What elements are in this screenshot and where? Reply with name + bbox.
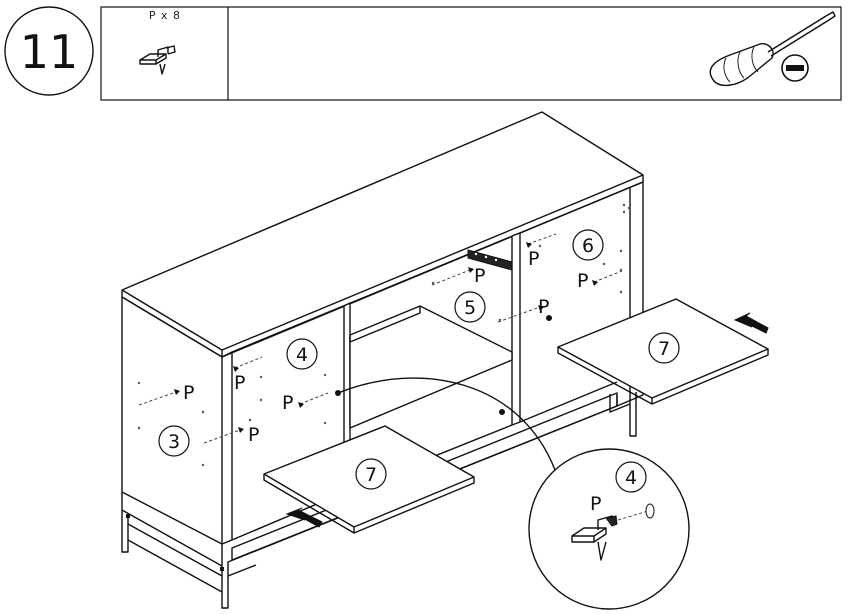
callout-6: 6 — [572, 229, 604, 261]
middle-fixed-shelf — [349, 305, 513, 429]
callout-3: 3 — [158, 425, 190, 457]
small-pins — [174, 242, 598, 433]
cabinet-top — [121, 111, 644, 351]
callout-5-label: 5 — [464, 297, 476, 319]
flathead-screwdriver-icon — [709, 11, 836, 86]
callout-3-label: 3 — [168, 431, 180, 453]
step-number: 11 — [20, 25, 79, 79]
detail-view: 4 P — [335, 377, 690, 610]
right-divider — [511, 232, 521, 426]
pin-labels: P P P P P P P P — [183, 248, 588, 446]
pin-label-left-lower: P — [282, 392, 293, 414]
pin-holes — [137, 203, 631, 467]
pin-label-right-lower: P — [577, 270, 588, 292]
callout-5: 5 — [454, 291, 486, 323]
minus-slot-icon — [781, 54, 809, 82]
pin-label-middle-upper: P — [474, 265, 485, 287]
callout-4-detail: 4 — [615, 461, 647, 493]
pin-label-side-lower: P — [248, 424, 259, 446]
pin-label-left-upper: P — [234, 372, 245, 394]
shelf-pin-icon — [139, 45, 176, 75]
arrow-left-shelf — [285, 507, 323, 528]
callout-4: 4 — [286, 338, 318, 370]
callout-4-detail-label: 4 — [625, 467, 637, 489]
parts-tool-box: P x 8 — [100, 6, 842, 101]
callout-7-right: 7 — [648, 332, 680, 364]
arrow-right-shelf — [733, 312, 769, 334]
part-count-label: P x 8 — [149, 9, 181, 22]
cabinet — [121, 111, 644, 609]
callout-7-left: 7 — [355, 458, 387, 490]
detail-pin-label: P — [590, 493, 601, 515]
step-badge: 11 — [4, 6, 94, 96]
pin-label-side-upper: P — [183, 382, 194, 404]
detail-shelf-pin-icon — [571, 515, 618, 561]
pin-label-right-upper: P — [528, 248, 539, 270]
callout-4-label: 4 — [296, 344, 308, 366]
wall-bracket — [467, 249, 513, 271]
callout-7-right-label: 7 — [658, 338, 670, 360]
callout-6-label: 6 — [582, 235, 594, 257]
pin-label-middle-lower: P — [538, 296, 549, 318]
pin-insertion-lines — [138, 233, 623, 444]
callout-7-left-label: 7 — [365, 464, 377, 486]
